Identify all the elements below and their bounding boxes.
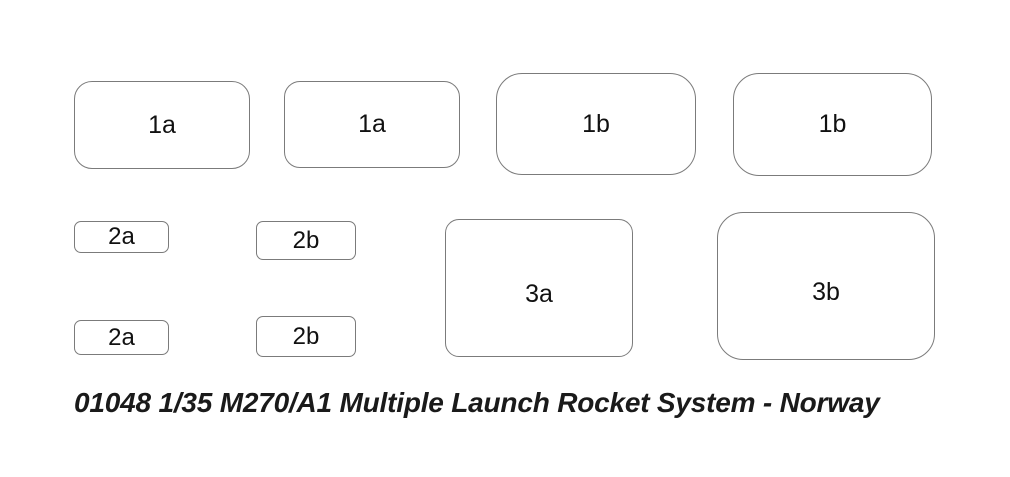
part-outline-3a: 3a [445,219,633,357]
part-outline-2b-bottom: 2b [256,316,356,357]
part-outline-2b-top: 2b [256,221,356,260]
part-outline-3b: 3b [717,212,935,360]
part-label: 3b [812,277,840,306]
part-label: 3a [525,279,553,308]
part-label: 2a [108,223,135,250]
part-label: 1b [818,110,847,138]
part-label: 1a [148,110,176,139]
part-label: 2b [292,226,320,254]
part-outline-1a-right: 1a [284,81,460,168]
part-label: 1a [358,110,386,138]
part-outline-2a-bottom: 2a [74,320,169,355]
part-outline-1b-right: 1b [733,73,932,176]
part-outline-1b-left: 1b [496,73,696,175]
part-outline-1a-left: 1a [74,81,250,169]
part-outline-2a-top: 2a [74,221,169,253]
part-label: 1b [582,109,610,138]
part-label: 2a [108,323,135,351]
part-label: 2b [292,322,320,350]
sheet-caption: 01048 1/35 M270/A1 Multiple Launch Rocke… [74,387,880,418]
